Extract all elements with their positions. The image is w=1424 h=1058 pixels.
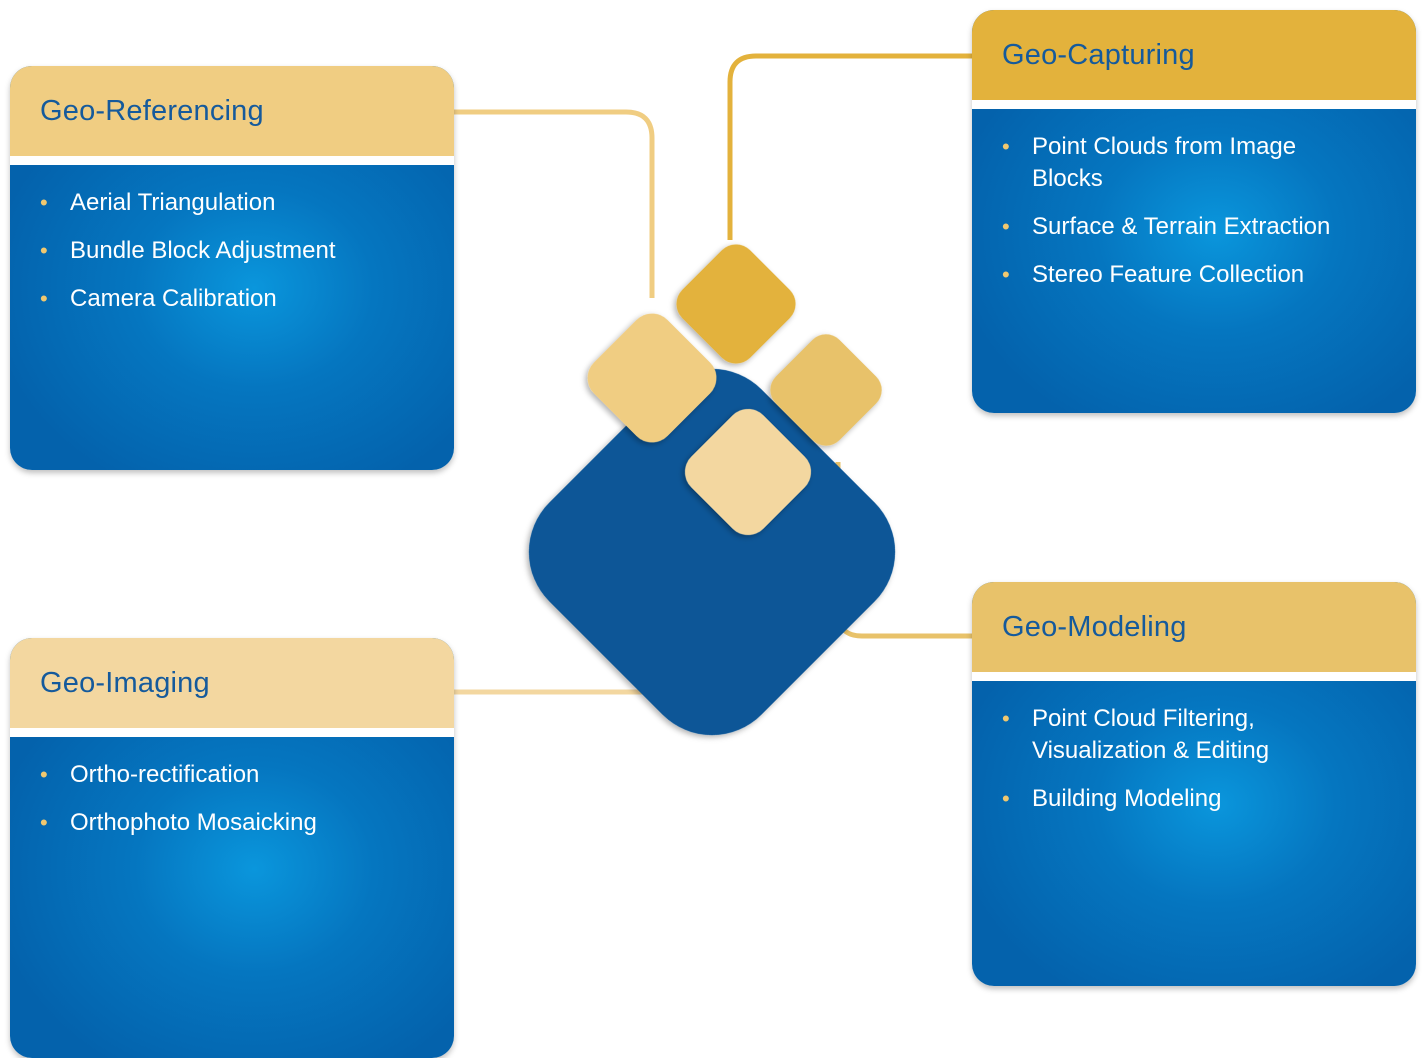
diamond-tan	[587, 313, 717, 443]
diamond-gold	[676, 244, 796, 364]
list-item: Camera Calibration	[40, 283, 424, 315]
bullet-list: Point Cloud Filtering, Visualization & E…	[1002, 703, 1386, 815]
list-item: Point Cloud Filtering, Visualization & E…	[1002, 703, 1386, 767]
connector-georeferencing	[452, 109, 655, 298]
list-item: Building Modeling	[1002, 783, 1386, 815]
card-title: Geo-Referencing	[10, 66, 454, 165]
card-title: Geo-Imaging	[10, 638, 454, 737]
card-geoimaging: Geo-Imaging Ortho-rectification Orthopho…	[10, 638, 454, 1058]
card-title: Geo-Modeling	[972, 582, 1416, 681]
list-item: Ortho-rectification	[40, 759, 424, 791]
list-item: Surface & Terrain Extraction	[1002, 211, 1386, 243]
card-title: Geo-Capturing	[972, 10, 1416, 109]
list-item: Bundle Block Adjustment	[40, 235, 424, 267]
card-georeferencing: Geo-Referencing Aerial Triangulation Bun…	[10, 66, 454, 470]
diamond-cream	[684, 408, 812, 536]
bullet-list: Aerial Triangulation Bundle Block Adjust…	[40, 187, 424, 315]
connector-geocapturing	[727, 53, 973, 240]
list-item: Point Clouds from Image Blocks	[1002, 131, 1386, 195]
diamond-sand	[770, 334, 882, 446]
list-item: Aerial Triangulation	[40, 187, 424, 219]
card-geomodeling: Geo-Modeling Point Cloud Filtering, Visu…	[972, 582, 1416, 986]
list-item: Orthophoto Mosaicking	[40, 807, 424, 839]
bullet-list: Point Clouds from Image Blocks Surface &…	[1002, 131, 1386, 291]
list-item: Stereo Feature Collection	[1002, 259, 1386, 291]
bullet-list: Ortho-rectification Orthophoto Mosaickin…	[40, 759, 424, 839]
card-geocapturing: Geo-Capturing Point Clouds from Image Bl…	[972, 10, 1416, 413]
